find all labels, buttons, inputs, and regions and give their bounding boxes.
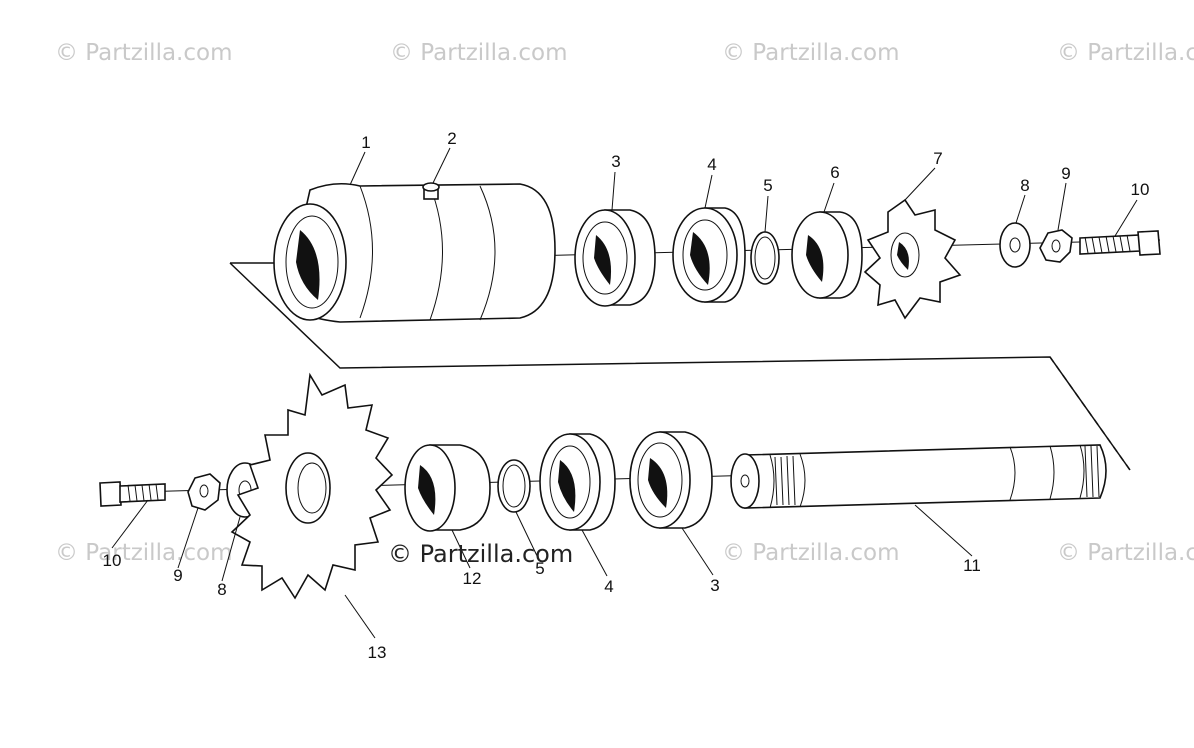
watermark-bottom-4: © Partzilla.com (1057, 540, 1194, 566)
callout-8-bottom: 8 (217, 580, 226, 599)
callout-9-top: 9 (1061, 164, 1070, 183)
part-9-lockwasher-bottom (187, 473, 221, 511)
callout-10-top: 10 (1131, 180, 1150, 199)
part-3-bearing-top (574, 209, 656, 307)
callout-6: 6 (830, 163, 839, 182)
callout-12: 12 (463, 569, 482, 588)
part-7-small-sprocket (863, 198, 962, 320)
part-6-spacer (791, 211, 863, 299)
part-3-bearing-bottom (629, 431, 713, 529)
callout-4-bottom: 4 (604, 577, 613, 596)
callout-1: 1 (361, 133, 370, 152)
watermark-bottom-1: © Partzilla.com (55, 540, 233, 566)
watermark-bottom-3: © Partzilla.com (722, 540, 900, 566)
callout-2: 2 (447, 129, 456, 148)
part-5-oring-bottom (497, 459, 531, 513)
leader-lines (111, 147, 1138, 639)
part-12-spacer (404, 444, 491, 532)
part-4-race-top (672, 207, 746, 303)
part-2-grease-fitting (422, 182, 440, 200)
callout-3-top: 3 (611, 152, 620, 171)
watermark-top-3: © Partzilla.com (722, 40, 900, 66)
callout-5-top: 5 (763, 176, 772, 195)
part-1-housing (273, 182, 556, 323)
watermark-top-4: © Partzilla.com (1057, 40, 1194, 66)
callout-3-bottom: 3 (710, 576, 719, 595)
callout-10-bottom: 10 (103, 551, 122, 570)
callout-13: 13 (368, 643, 387, 662)
callout-8-top: 8 (1020, 176, 1029, 195)
callout-4-top: 4 (707, 155, 716, 174)
callout-11: 11 (963, 556, 981, 575)
part-13-large-sprocket (230, 372, 394, 600)
part-10-bolt-bottom (99, 481, 166, 507)
part-11-shaft (730, 444, 1107, 509)
part-4-race-bottom (539, 433, 616, 531)
watermark-center: © Partzilla.com (388, 540, 573, 568)
callout-5-bottom: 5 (535, 559, 544, 578)
part-9-lockwasher-top (1039, 229, 1073, 263)
callout-9-bottom: 9 (173, 566, 182, 585)
part-10-bolt-top (1079, 230, 1161, 256)
part-8-washer-top (999, 222, 1031, 268)
boundary-dashed (1049, 356, 1131, 471)
watermark-top-1: © Partzilla.com (55, 40, 233, 66)
watermark-top-2: © Partzilla.com (390, 40, 568, 66)
callout-7: 7 (933, 149, 942, 168)
